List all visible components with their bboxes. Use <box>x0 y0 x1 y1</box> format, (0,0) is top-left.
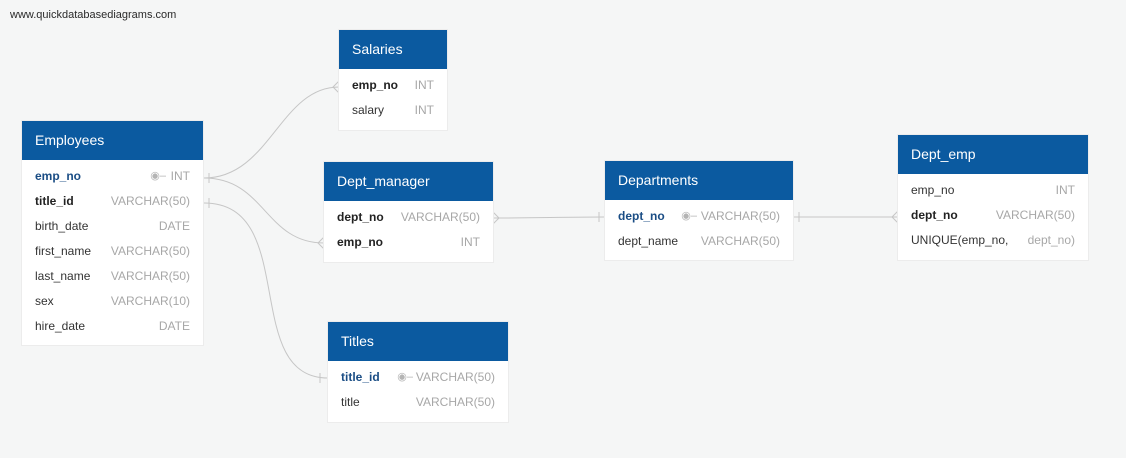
column-type: VARCHAR(10) <box>110 294 190 308</box>
column-name: emp_no <box>337 235 384 249</box>
column-type: VARCHAR(50) <box>110 269 190 283</box>
column-name: dept_no <box>337 210 384 224</box>
table-departments[interactable]: Departments dept_no ◉– VARCHAR(50) dept_… <box>605 161 793 260</box>
column-row[interactable]: emp_no INT <box>339 73 447 98</box>
column-type: INT <box>414 78 434 92</box>
column-row[interactable]: birth_date DATE <box>22 214 203 239</box>
column-type: VARCHAR(50) <box>700 234 780 248</box>
column-row[interactable]: title_id VARCHAR(50) <box>22 189 203 214</box>
column-name: title_id <box>35 194 74 208</box>
site-url[interactable]: www.quickdatabasediagrams.com <box>10 9 177 21</box>
table-titles[interactable]: Titles title_id ◉– VARCHAR(50) title VAR… <box>328 322 508 422</box>
column-row[interactable]: sex VARCHAR(10) <box>22 289 203 314</box>
key-icon: ◉– <box>681 210 697 222</box>
table-title[interactable]: Employees <box>22 121 203 160</box>
table-title[interactable]: Dept_emp <box>898 135 1088 174</box>
column-name: dept_no <box>618 209 665 223</box>
column-name: emp_no <box>911 183 955 197</box>
column-row[interactable]: last_name VARCHAR(50) <box>22 264 203 289</box>
column-name: dept_no <box>911 208 958 222</box>
column-name: title_id <box>341 370 380 384</box>
column-name: emp_no <box>35 169 82 183</box>
column-type: VARCHAR(50) <box>400 210 480 224</box>
column-row[interactable]: hire_date DATE <box>22 314 203 339</box>
column-name: sex <box>35 294 54 308</box>
edge-employees-salaries <box>203 86 340 179</box>
column-type: INT <box>414 103 434 117</box>
column-type: VARCHAR(50) <box>700 209 780 223</box>
column-row[interactable]: dept_no VARCHAR(50) <box>324 205 493 230</box>
column-name: UNIQUE(emp_no, <box>911 233 1009 247</box>
key-icon: ◉– <box>397 371 413 383</box>
table-employees[interactable]: Employees emp_no ◉– INT title_id VARCHAR… <box>22 121 203 345</box>
column-row[interactable]: emp_no ◉– INT <box>22 164 203 189</box>
column-name: dept_name <box>618 234 679 248</box>
column-row[interactable]: UNIQUE(emp_no, dept_no) <box>898 228 1088 253</box>
table-dept-emp[interactable]: Dept_emp emp_no INT dept_no VARCHAR(50) … <box>898 135 1088 260</box>
column-row[interactable]: dept_name VARCHAR(50) <box>605 229 793 254</box>
table-title[interactable]: Titles <box>328 322 508 361</box>
column-row[interactable]: dept_no VARCHAR(50) <box>898 203 1088 228</box>
column-type: VARCHAR(50) <box>995 208 1075 222</box>
column-type: INT <box>170 169 190 183</box>
table-salaries[interactable]: Salaries emp_no INT salary INT <box>339 30 447 130</box>
table-title[interactable]: Dept_manager <box>324 162 493 201</box>
column-name: last_name <box>35 269 91 283</box>
edge-employees-deptmanager <box>203 177 325 244</box>
edge-employees-titles <box>203 202 329 379</box>
edge-deptmanager-departments <box>492 216 606 219</box>
column-type: VARCHAR(50) <box>415 395 495 409</box>
table-title[interactable]: Departments <box>605 161 793 200</box>
column-type: INT <box>460 235 480 249</box>
key-icon: ◉– <box>150 170 166 182</box>
column-type: VARCHAR(50) <box>110 244 190 258</box>
column-type: DATE <box>158 219 190 233</box>
column-name: first_name <box>35 244 92 258</box>
column-type: VARCHAR(50) <box>110 194 190 208</box>
table-title[interactable]: Salaries <box>339 30 447 69</box>
table-dept-manager[interactable]: Dept_manager dept_no VARCHAR(50) emp_no … <box>324 162 493 262</box>
column-row[interactable]: title_id ◉– VARCHAR(50) <box>328 365 508 390</box>
column-row[interactable]: emp_no INT <box>324 230 493 255</box>
column-row[interactable]: title VARCHAR(50) <box>328 390 508 415</box>
column-row[interactable]: emp_no INT <box>898 178 1088 203</box>
column-name: birth_date <box>35 219 89 233</box>
column-type: INT <box>1055 183 1075 197</box>
column-row[interactable]: salary INT <box>339 98 447 123</box>
column-type: DATE <box>158 319 190 333</box>
column-name: emp_no <box>352 78 399 92</box>
column-row[interactable]: first_name VARCHAR(50) <box>22 239 203 264</box>
column-name: title <box>341 395 360 409</box>
column-row[interactable]: dept_no ◉– VARCHAR(50) <box>605 204 793 229</box>
column-type: dept_no) <box>1027 233 1075 247</box>
column-name: hire_date <box>35 319 86 333</box>
column-name: salary <box>352 103 385 117</box>
column-type: VARCHAR(50) <box>415 370 495 384</box>
